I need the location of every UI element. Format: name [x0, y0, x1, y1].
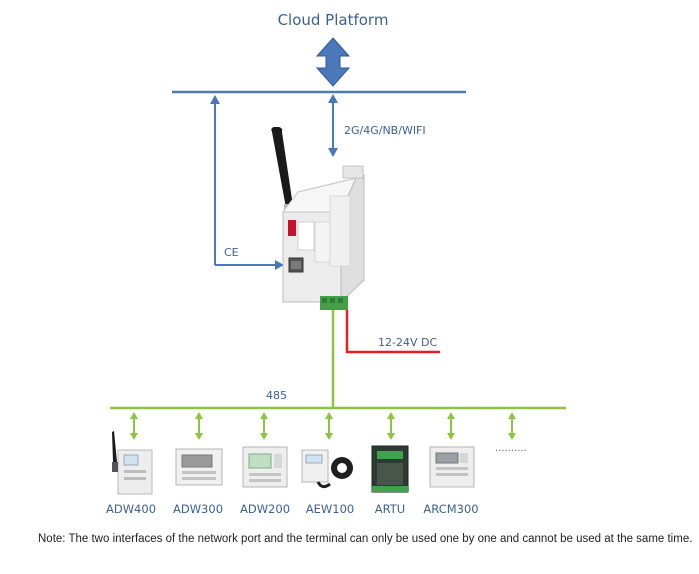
ethernet-link-arrow — [210, 95, 284, 270]
device-label-artu: ARTU — [375, 502, 405, 516]
device-link-arrow — [508, 412, 516, 440]
cloud-platform-title: Cloud Platform — [278, 11, 389, 29]
more-devices-ellipsis: .......... — [495, 443, 527, 454]
wireless-link-label: 2G/4G/NB/WIFI — [344, 124, 426, 137]
adw300-device-image — [175, 448, 223, 486]
cloud-double-arrow-icon — [315, 37, 351, 87]
ethernet-link-label: CE — [224, 246, 239, 259]
aew100-device-image — [301, 449, 353, 489]
device-label-adw300: ADW300 — [173, 502, 223, 516]
power-label: 12-24V DC — [378, 336, 437, 349]
power-line — [345, 310, 440, 354]
device-link-arrows — [130, 412, 516, 440]
device-label-adw400: ADW400 — [106, 502, 156, 516]
device-label-arcm300: ARCM300 — [423, 502, 478, 516]
arcm300-device-image — [429, 446, 475, 488]
device-link-arrow — [447, 412, 455, 440]
gateway-device — [271, 127, 365, 310]
adw400-device-image — [112, 431, 153, 495]
device-link-arrow — [195, 412, 203, 440]
device-link-arrow — [260, 412, 268, 440]
device-label-aew100: AEW100 — [306, 502, 354, 516]
rs485-label: 485 — [266, 389, 287, 402]
adw200-device-image — [242, 446, 288, 488]
device-link-arrow — [387, 412, 395, 440]
wireless-link-arrow — [328, 94, 338, 157]
artu-device-image — [371, 445, 409, 493]
device-label-adw200: ADW200 — [240, 502, 290, 516]
device-link-arrow — [130, 412, 138, 440]
device-link-arrow — [325, 412, 333, 440]
usage-note: Note: The two interfaces of the network … — [38, 533, 693, 545]
